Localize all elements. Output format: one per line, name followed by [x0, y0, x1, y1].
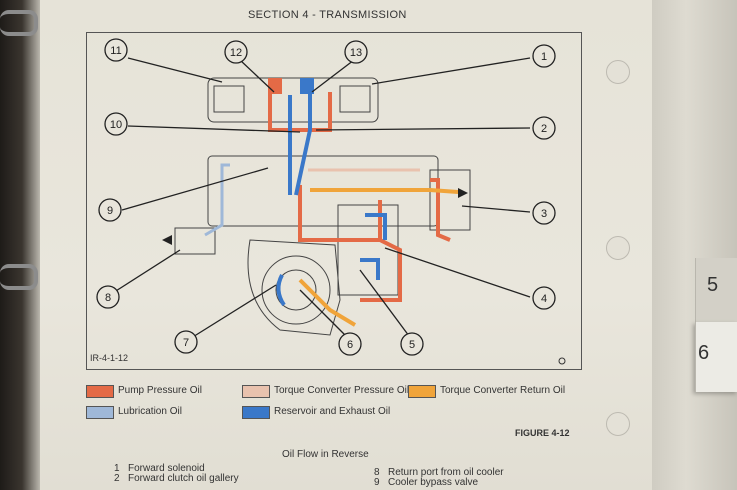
callout-label: 2 [541, 123, 547, 135]
corner-mark [558, 357, 566, 365]
tab-strip [652, 0, 737, 490]
item-number: 1 [114, 463, 120, 474]
punch-hole [606, 60, 630, 84]
callout-9 [98, 198, 122, 222]
item-number: 2 [114, 473, 120, 484]
callout-label: 5 [409, 339, 415, 351]
callout-label: 7 [183, 337, 189, 349]
tc-return-line [310, 188, 459, 194]
legend-label: Reservoir and Exhaust Oil [274, 406, 391, 417]
parts-list-right: 8 Return port from oil cooler 9 Cooler byp… [374, 468, 504, 488]
item-number: 9 [374, 477, 380, 488]
exhaust-line [365, 213, 387, 240]
exhaust-line [294, 90, 312, 196]
punch-hole [606, 236, 630, 260]
tc-return-line [298, 278, 357, 327]
exhaust-line [360, 258, 380, 280]
diagram-ref-code: IR-4-1-12 [90, 353, 128, 363]
callout-13 [344, 40, 368, 64]
callout-1 [532, 44, 556, 68]
list-item: 1 Forward solenoid [114, 464, 239, 474]
binder-ring [0, 10, 38, 36]
tab-6-label: 6 [698, 342, 710, 364]
callout-label: 12 [230, 47, 242, 59]
figure-label: FIGURE 4-12 [515, 428, 570, 438]
pump-gear-inner [275, 269, 317, 311]
callout-11 [104, 38, 128, 62]
callout-7 [174, 330, 198, 354]
callout-label: 9 [107, 205, 113, 217]
pump-pressure-line [268, 92, 332, 132]
callout-label: 6 [347, 339, 353, 351]
callout-label: 3 [541, 208, 547, 220]
legend-swatch-pump-pressure [86, 385, 114, 398]
legend-label: Torque Converter Return Oil [440, 385, 566, 396]
callout-label: 13 [350, 47, 362, 59]
solenoid-block [207, 77, 379, 123]
item-text: Return port from oil cooler [388, 467, 504, 478]
legend-label: Pump Pressure Oil [118, 385, 202, 396]
pump-gear-outer [261, 255, 331, 325]
item-text: Forward solenoid [128, 463, 205, 474]
legend-label: Torque Converter Pressure Oil [274, 385, 410, 396]
cooler-port [429, 169, 471, 231]
diagram-frame [86, 32, 582, 370]
list-item: 2 Forward clutch oil gallery [114, 474, 239, 484]
callout-label: 10 [110, 119, 122, 131]
legend-swatch-tc-return [408, 385, 436, 398]
manual-page [40, 0, 652, 490]
callout-4 [532, 286, 556, 310]
parts-list-left: 1 Forward solenoid 2 Forward clutch oil ga… [114, 464, 239, 484]
pump-housing [247, 239, 341, 336]
legend-swatch-reservoir [242, 406, 270, 419]
return-port [174, 227, 216, 255]
callout-10 [104, 112, 128, 136]
legend-swatch-lubrication [86, 406, 114, 419]
item-text: Cooler bypass valve [388, 477, 479, 488]
pump-pressure-line [360, 238, 402, 302]
callout-3 [532, 201, 556, 225]
lube-line [204, 163, 230, 237]
pump-pressure-line [298, 185, 382, 242]
item-text: Forward clutch oil gallery [128, 473, 239, 484]
tab-5-label: 5 [707, 274, 719, 296]
section-title: SECTION 4 - TRANSMISSION [248, 9, 407, 21]
legend-swatch-tc-pressure [242, 385, 270, 398]
legend-label: Lubrication Oil [118, 406, 182, 417]
list-item: 9 Cooler bypass valve [374, 478, 504, 488]
callout-label: 1 [541, 51, 547, 63]
valve-12-marker [268, 78, 282, 94]
tab-6[interactable] [695, 322, 737, 392]
solenoid-right [339, 85, 371, 113]
callout-label: 8 [105, 292, 111, 304]
callout-label: 4 [541, 293, 547, 305]
valve-13-marker [300, 78, 314, 94]
solenoid-left [213, 85, 245, 113]
item-number: 8 [374, 467, 380, 478]
callout-6 [338, 332, 362, 356]
punch-hole [606, 412, 630, 436]
callout-label: 11 [110, 45, 121, 57]
binder-ring [0, 264, 38, 290]
callout-12 [224, 40, 248, 64]
callout-8 [96, 285, 120, 309]
callout-5 [400, 332, 424, 356]
list-item: 8 Return port from oil cooler [374, 468, 504, 478]
pump-pressure-line [430, 178, 451, 242]
callout-2 [532, 116, 556, 140]
exhaust-line [276, 274, 286, 307]
tab-5[interactable] [695, 258, 737, 322]
figure-caption: Oil Flow in Reverse [282, 449, 369, 460]
